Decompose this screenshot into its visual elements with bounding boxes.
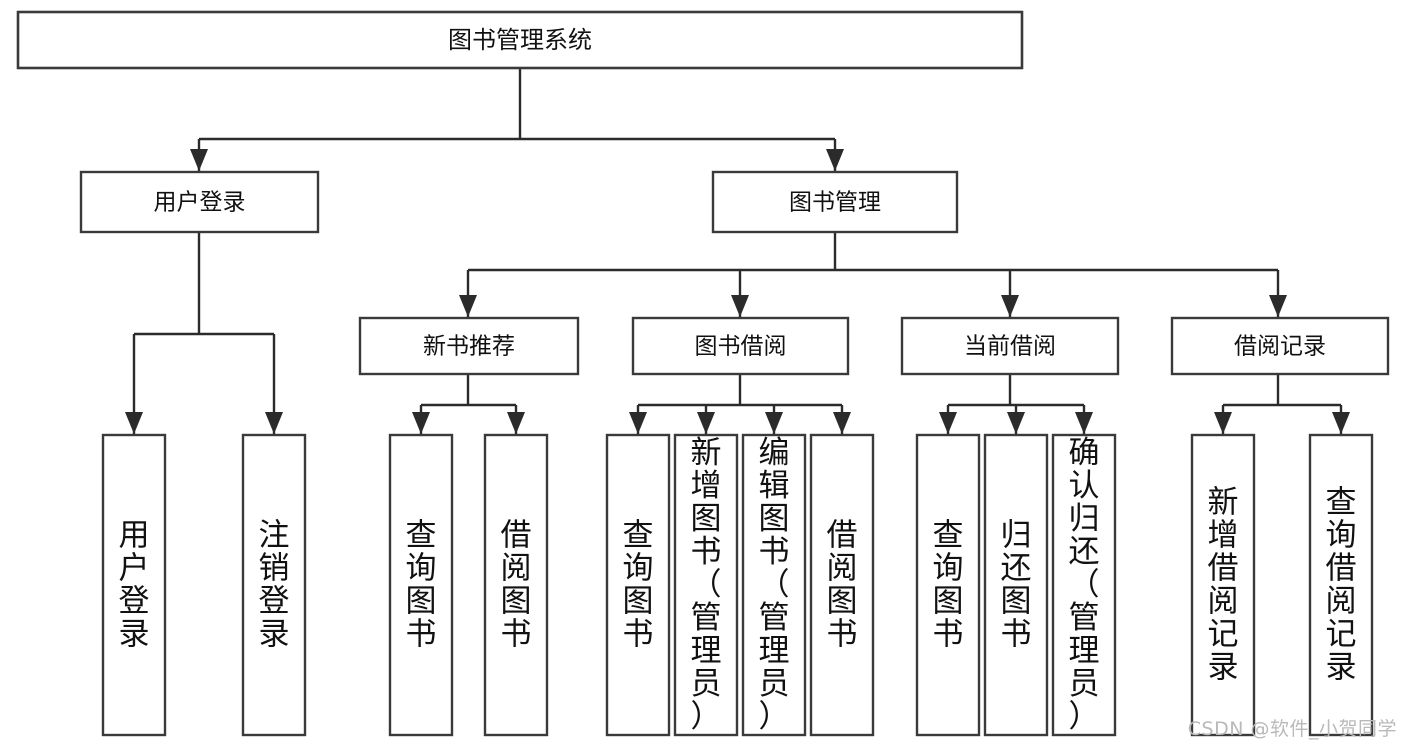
arrow-head-icon xyxy=(697,412,715,434)
node-box-borrow-records[interactable] xyxy=(1170,316,1390,376)
node-box-current-borrow[interactable] xyxy=(900,316,1120,376)
node-layer: 图书管理系统用户登录图书管理新书推荐图书借阅当前借阅借阅记录用户登录注销登录查询… xyxy=(16,10,1390,737)
node-label-leaf-query-borrow-record: 查询借阅记录 xyxy=(1326,485,1357,686)
connector-c-bookmgmt-bus xyxy=(459,232,1287,317)
node-book-borrow[interactable]: 图书借阅 xyxy=(631,316,850,376)
node-box-leaf-query-book-new[interactable] xyxy=(388,433,454,737)
node-box-root[interactable] xyxy=(16,10,1024,70)
node-label-book-management: 图书管理 xyxy=(789,190,881,216)
connector-c-newbook-bus xyxy=(412,374,525,434)
arrow-head-icon xyxy=(1007,412,1025,434)
node-label-current-borrow: 当前借阅 xyxy=(964,334,1056,360)
node-box-book-management[interactable] xyxy=(711,170,959,234)
arrow-head-icon xyxy=(765,412,783,434)
node-box-leaf-query-book-current[interactable] xyxy=(915,433,981,737)
node-leaf-query-book[interactable]: 查询图书 xyxy=(605,433,671,737)
node-box-leaf-query-borrow-record[interactable] xyxy=(1308,433,1374,737)
arrow-head-icon xyxy=(629,412,647,434)
node-box-new-book-recommend[interactable] xyxy=(358,316,580,376)
node-leaf-return-book[interactable]: 归还图书 xyxy=(983,433,1049,737)
node-leaf-edit-book-admin[interactable]: 编辑图书（管理员） xyxy=(741,433,807,737)
node-box-leaf-logout[interactable] xyxy=(241,433,307,737)
connector-c-bookborrow-bus xyxy=(629,374,851,434)
node-label-leaf-edit-book-admin: 编辑图书（管理员） xyxy=(759,435,790,735)
node-label-leaf-add-book-admin: 新增图书（管理员） xyxy=(691,435,722,735)
node-label-leaf-query-book: 查询图书 xyxy=(623,518,654,653)
node-leaf-user-login[interactable]: 用户登录 xyxy=(101,433,167,737)
node-label-root: 图书管理系统 xyxy=(448,26,592,54)
node-label-leaf-return-book: 归还图书 xyxy=(1001,518,1032,653)
node-label-book-borrow: 图书借阅 xyxy=(695,334,787,360)
connector-c-root-bus xyxy=(190,68,844,171)
arrow-head-icon xyxy=(190,149,208,171)
arrow-head-icon xyxy=(1332,412,1350,434)
node-leaf-query-book-new[interactable]: 查询图书 xyxy=(388,433,454,737)
node-box-leaf-add-book-admin[interactable] xyxy=(673,433,739,737)
node-leaf-query-book-current[interactable]: 查询图书 xyxy=(915,433,981,737)
node-box-leaf-borrow-book-new[interactable] xyxy=(483,433,549,737)
node-root[interactable]: 图书管理系统 xyxy=(16,10,1024,70)
connector-c-borrowrecords-bus xyxy=(1214,374,1350,434)
node-label-leaf-add-borrow-record: 新增借阅记录 xyxy=(1208,485,1239,686)
arrow-head-icon xyxy=(507,412,525,434)
node-leaf-logout[interactable]: 注销登录 xyxy=(241,433,307,737)
node-new-book-recommend[interactable]: 新书推荐 xyxy=(358,316,580,376)
node-current-borrow[interactable]: 当前借阅 xyxy=(900,316,1120,376)
arrow-head-icon xyxy=(412,412,430,434)
node-label-leaf-logout: 注销登录 xyxy=(259,518,290,653)
connector-c-currentborrow-bus xyxy=(939,374,1093,434)
node-leaf-borrow-book[interactable]: 借阅图书 xyxy=(809,433,875,737)
arrow-head-icon xyxy=(125,412,143,434)
node-book-management[interactable]: 图书管理 xyxy=(711,170,959,234)
arrow-head-icon xyxy=(265,412,283,434)
node-label-borrow-records: 借阅记录 xyxy=(1234,334,1326,360)
arrow-head-icon xyxy=(459,295,477,317)
node-label-leaf-borrow-book: 借阅图书 xyxy=(827,518,858,653)
node-box-leaf-add-borrow-record[interactable] xyxy=(1190,433,1256,737)
node-box-leaf-borrow-book[interactable] xyxy=(809,433,875,737)
arrow-head-icon xyxy=(939,412,957,434)
node-box-leaf-edit-book-admin[interactable] xyxy=(741,433,807,737)
node-label-new-book-recommend: 新书推荐 xyxy=(423,334,515,360)
node-leaf-add-borrow-record[interactable]: 新增借阅记录 xyxy=(1190,433,1256,737)
node-label-leaf-query-book-current: 查询图书 xyxy=(933,518,964,653)
node-leaf-query-borrow-record[interactable]: 查询借阅记录 xyxy=(1308,433,1374,737)
arrow-head-icon xyxy=(1214,412,1232,434)
node-leaf-borrow-book-new[interactable]: 借阅图书 xyxy=(483,433,549,737)
arrow-head-icon xyxy=(1075,412,1093,434)
arrow-head-icon xyxy=(1269,295,1287,317)
node-leaf-add-book-admin[interactable]: 新增图书（管理员） xyxy=(673,433,739,737)
node-borrow-records[interactable]: 借阅记录 xyxy=(1170,316,1390,376)
node-label-user-login: 用户登录 xyxy=(154,190,246,216)
node-leaf-confirm-return-admin[interactable]: 确认归还（管理员） xyxy=(1051,433,1117,737)
node-box-user-login[interactable] xyxy=(79,170,320,234)
arrow-head-icon xyxy=(833,412,851,434)
node-user-login[interactable]: 用户登录 xyxy=(79,170,320,234)
node-label-leaf-borrow-book-new: 借阅图书 xyxy=(501,518,532,653)
node-box-leaf-user-login[interactable] xyxy=(101,433,167,737)
node-label-leaf-query-book-new: 查询图书 xyxy=(406,518,437,653)
node-box-leaf-return-book[interactable] xyxy=(983,433,1049,737)
node-label-leaf-user-login: 用户登录 xyxy=(119,518,150,653)
connector-c-userlogin-bus xyxy=(125,232,283,434)
node-label-leaf-confirm-return-admin: 确认归还（管理员） xyxy=(1069,435,1100,735)
arrow-head-icon xyxy=(826,149,844,171)
arrow-head-icon xyxy=(1001,295,1019,317)
node-box-book-borrow[interactable] xyxy=(631,316,850,376)
node-box-leaf-query-book[interactable] xyxy=(605,433,671,737)
node-box-leaf-confirm-return-admin[interactable] xyxy=(1051,433,1117,737)
connector-layer xyxy=(125,68,1350,434)
arrow-head-icon xyxy=(731,295,749,317)
